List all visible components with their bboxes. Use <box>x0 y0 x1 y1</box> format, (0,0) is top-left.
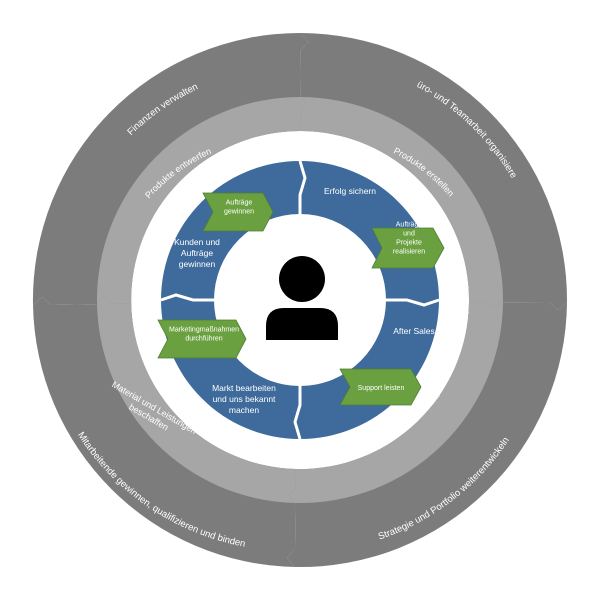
label-line: realisieren <box>393 249 425 256</box>
arrow-shape <box>202 192 274 232</box>
inner-divider-top <box>298 160 307 215</box>
action-label-support: Support leisten <box>358 385 405 392</box>
label-line: Projekte <box>396 240 422 247</box>
label-line: und <box>403 231 415 238</box>
label-line: gewinnen <box>224 209 254 216</box>
middle-ring-segment-design <box>96 97 306 304</box>
label-line: durchführen <box>185 336 222 343</box>
person-icon <box>266 256 338 340</box>
label-line: machen <box>229 405 260 415</box>
label-line: Erfolg sichern <box>324 186 376 196</box>
inner-label-success: Erfolg sichern <box>324 186 376 196</box>
label-line: Aufträge <box>396 222 423 229</box>
inner-divider-right <box>385 298 440 307</box>
arrow-shape <box>157 319 247 359</box>
arrow-shape <box>371 227 445 269</box>
action-arrow-support: Support leisten <box>339 368 422 406</box>
label-line: Marketingmaßnahmen <box>169 327 239 334</box>
label-line: Aufträge <box>181 248 213 258</box>
middle-ring <box>96 97 504 504</box>
action-label-marketing: Marketingmaßnahmen durchführen <box>169 327 239 343</box>
inner-divider-bottom <box>293 385 302 440</box>
label-line: gewinnen <box>179 259 216 269</box>
label-line: After Sales <box>393 326 435 336</box>
middle-ring-segment-quality <box>289 302 503 504</box>
arrow-shape <box>339 368 422 406</box>
label-line: Aufträge <box>226 200 253 207</box>
label-line: Kunden und <box>174 237 220 247</box>
label-line: Markt bearbeiten <box>212 383 276 393</box>
middle-ring-segment-production <box>300 97 504 308</box>
inner-divider-left <box>160 293 215 302</box>
action-label-orders: Aufträge gewinnen <box>224 200 254 216</box>
label-line: Support leisten <box>358 385 405 392</box>
action-arrow-orders: Aufträge gewinnen <box>202 192 274 232</box>
label-line: und uns bekannt <box>213 394 276 404</box>
inner-label-after-sales: After Sales <box>393 326 435 336</box>
middle-ring-segment-procurement <box>97 297 296 503</box>
action-arrow-marketing: Marketingmaßnahmen durchführen <box>157 319 247 359</box>
